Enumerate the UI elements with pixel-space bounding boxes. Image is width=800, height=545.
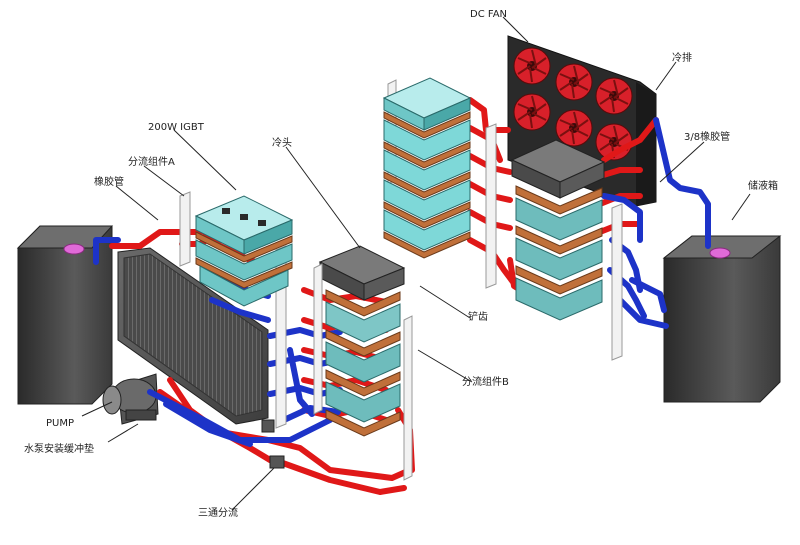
fan-icon: [555, 109, 593, 147]
label-cold-head: 冷头: [272, 138, 292, 149]
fan-icon: [513, 47, 551, 85]
label-pump: PUMP: [46, 418, 75, 429]
label-dc-fan: DC FAN: [470, 9, 508, 20]
reservoir-cap-icon: [709, 247, 731, 259]
reservoir-cap-icon: [63, 243, 85, 255]
right-igbt-stack: [382, 77, 472, 259]
tee-junction: [261, 419, 285, 469]
fan-icon: [595, 77, 633, 115]
fan-icon: [513, 93, 551, 131]
right-cold-head-stack: [510, 139, 606, 321]
right-red-pipes: [467, 97, 659, 299]
label-hose-3-8: 3/8橡胶管: [684, 132, 731, 143]
label-splitter-b: 分流组件B: [462, 377, 509, 388]
splitter-a: [179, 191, 287, 429]
left-igbt-stack: [194, 195, 294, 307]
splitter-b: [313, 263, 413, 481]
right-reservoir: [662, 235, 782, 403]
fan-icon: [555, 63, 593, 101]
label-reservoir: 储液箱: [748, 181, 778, 192]
label-tee: 三通分流: [198, 508, 238, 519]
igbt-layer: [194, 195, 294, 255]
pump: [102, 373, 159, 425]
left-reservoir: [16, 225, 114, 405]
label-splitter-a: 分流组件A: [128, 157, 175, 168]
left-cold-head-stack: [318, 245, 406, 437]
label-igbt: 200W IGBT: [148, 122, 204, 133]
label-clamp: 铲齿: [468, 312, 488, 323]
label-cold-row: 冷排: [672, 53, 692, 64]
left-radiator: [117, 247, 269, 425]
label-rubber-hose: 橡胶管: [94, 177, 124, 188]
label-pump-mount: 水泵安装缓冲垫: [24, 444, 94, 455]
callout-lines: [81, 16, 751, 511]
